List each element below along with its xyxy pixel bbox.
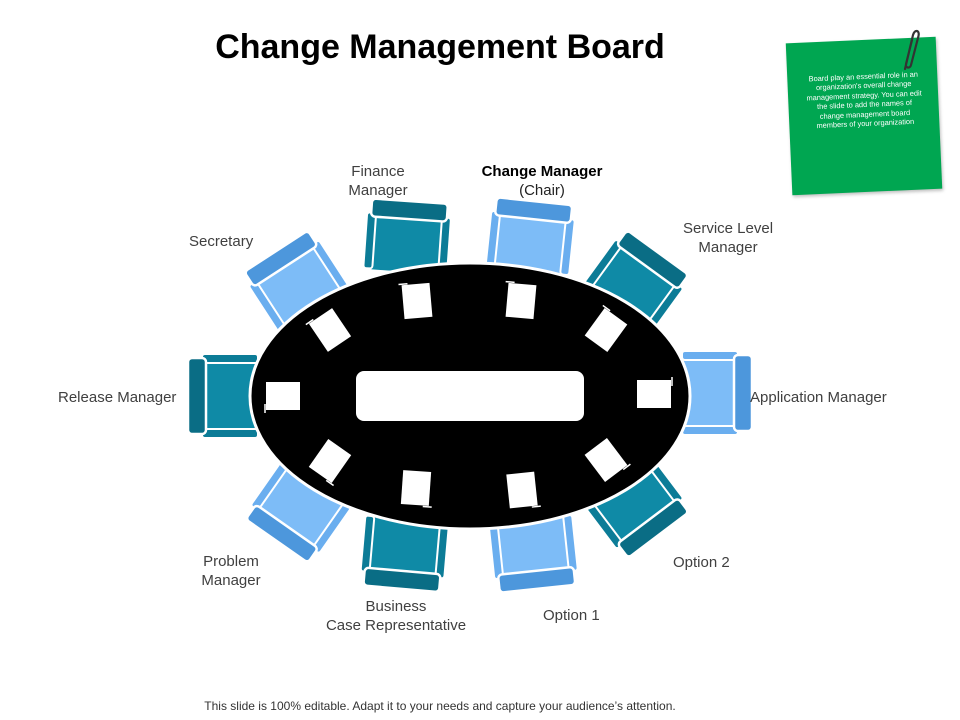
page-title: Change Management Board — [215, 28, 665, 66]
label-option-2: Option 2 — [673, 554, 730, 571]
table-center-panel — [356, 371, 584, 421]
label-service-level-manager: Service Level Manager — [682, 220, 774, 256]
label-business-case-representative: Business Case Representative — [325, 598, 467, 634]
label-problem-manager: Problem Manager — [201, 553, 261, 589]
footer-text: This slide is 100% editable. Adapt it to… — [204, 699, 676, 713]
label-application-manager: Application Manager — [750, 389, 887, 406]
label-release-manager: Release Manager — [58, 389, 177, 406]
label-finance-manager: Finance Manager — [348, 163, 408, 199]
paperclip-icon — [903, 29, 920, 71]
label-secretary: Secretary — [189, 233, 254, 250]
label-option-1: Option 1 — [543, 607, 600, 624]
label-change-manager-chair: Change Manager (Chair) — [481, 163, 603, 199]
